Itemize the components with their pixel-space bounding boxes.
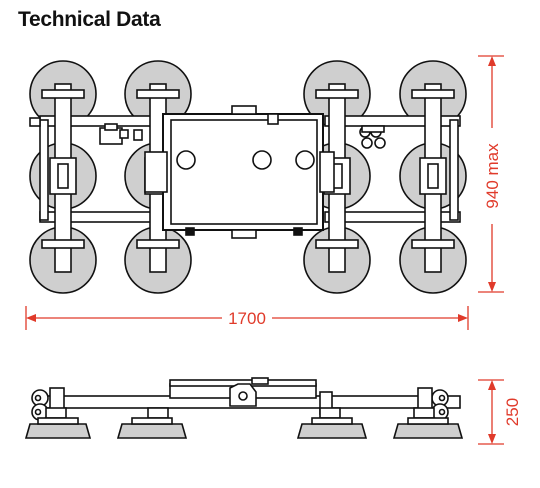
side-pad-caps bbox=[37, 417, 449, 425]
cup-mount bbox=[411, 239, 455, 249]
side-pad-cap bbox=[131, 417, 173, 425]
frame-beams bbox=[39, 115, 461, 223]
side-view bbox=[24, 377, 464, 439]
side-rib bbox=[45, 407, 67, 419]
frame-rail bbox=[324, 115, 461, 127]
end-knob-hole bbox=[34, 394, 42, 402]
side-pad bbox=[116, 423, 188, 439]
side-end-right bbox=[319, 387, 449, 421]
gauge-left bbox=[176, 150, 196, 170]
height-dimension bbox=[478, 55, 504, 293]
side-pad-cap bbox=[311, 417, 353, 425]
side-pad bbox=[392, 423, 464, 439]
frame-rail bbox=[324, 211, 461, 223]
top-handle bbox=[231, 105, 257, 115]
side-rib bbox=[413, 407, 435, 419]
central-unit-body bbox=[170, 119, 318, 225]
frame-fittings bbox=[99, 123, 386, 149]
bottom-handle bbox=[231, 229, 257, 239]
side-bracket-right bbox=[319, 151, 335, 193]
frame-rail bbox=[449, 119, 459, 221]
gauge-center bbox=[252, 150, 272, 170]
fitting bbox=[119, 129, 129, 139]
cup-mount bbox=[136, 89, 180, 99]
side-bracket-left bbox=[144, 151, 168, 193]
valve bbox=[361, 137, 373, 149]
side-arrow-bottom bbox=[488, 434, 496, 444]
side-rib bbox=[147, 407, 169, 419]
cup-mount bbox=[136, 239, 180, 249]
side-housing-tab bbox=[251, 377, 269, 385]
side-pad-cap bbox=[407, 417, 449, 425]
height-arrow-top bbox=[488, 56, 496, 66]
gauge-right bbox=[295, 150, 315, 170]
end-knob-hole bbox=[34, 408, 42, 416]
side-hook-eye bbox=[238, 391, 248, 401]
side-height-label: 250 bbox=[503, 398, 522, 426]
valve bbox=[374, 137, 386, 149]
cup-mount bbox=[315, 239, 359, 249]
cup-mount-inner bbox=[427, 163, 439, 189]
fitting bbox=[104, 123, 118, 131]
foot-block bbox=[293, 227, 303, 236]
cup-mount bbox=[41, 89, 85, 99]
end-knob-hole bbox=[438, 394, 446, 402]
side-pads bbox=[24, 423, 464, 439]
side-connector bbox=[29, 117, 41, 127]
cup-mount bbox=[41, 239, 85, 249]
top-view bbox=[29, 60, 467, 294]
cup-mount-inner bbox=[57, 163, 69, 189]
fitting bbox=[361, 125, 385, 133]
side-height-dimension bbox=[478, 379, 504, 445]
central-unit bbox=[144, 105, 335, 239]
height-arrow-bottom bbox=[488, 282, 496, 292]
side-pad-cap bbox=[37, 417, 79, 425]
width-label: 1700 bbox=[228, 309, 266, 328]
height-label: 940 max bbox=[483, 143, 502, 209]
cup-mount bbox=[315, 89, 359, 99]
side-rib bbox=[319, 407, 341, 419]
fitting bbox=[133, 129, 143, 141]
side-pad bbox=[296, 423, 368, 439]
cup-mount bbox=[411, 89, 455, 99]
end-knob-hole bbox=[438, 408, 446, 416]
width-arrow-right bbox=[458, 314, 468, 322]
side-pad bbox=[24, 423, 92, 439]
top-tab bbox=[267, 113, 279, 125]
side-arrow-top bbox=[488, 380, 496, 390]
width-dimension bbox=[25, 306, 469, 330]
frame-rail bbox=[39, 119, 49, 221]
width-arrow-left bbox=[26, 314, 36, 322]
foot-block bbox=[185, 227, 195, 236]
page-title: Technical Data bbox=[18, 8, 161, 31]
